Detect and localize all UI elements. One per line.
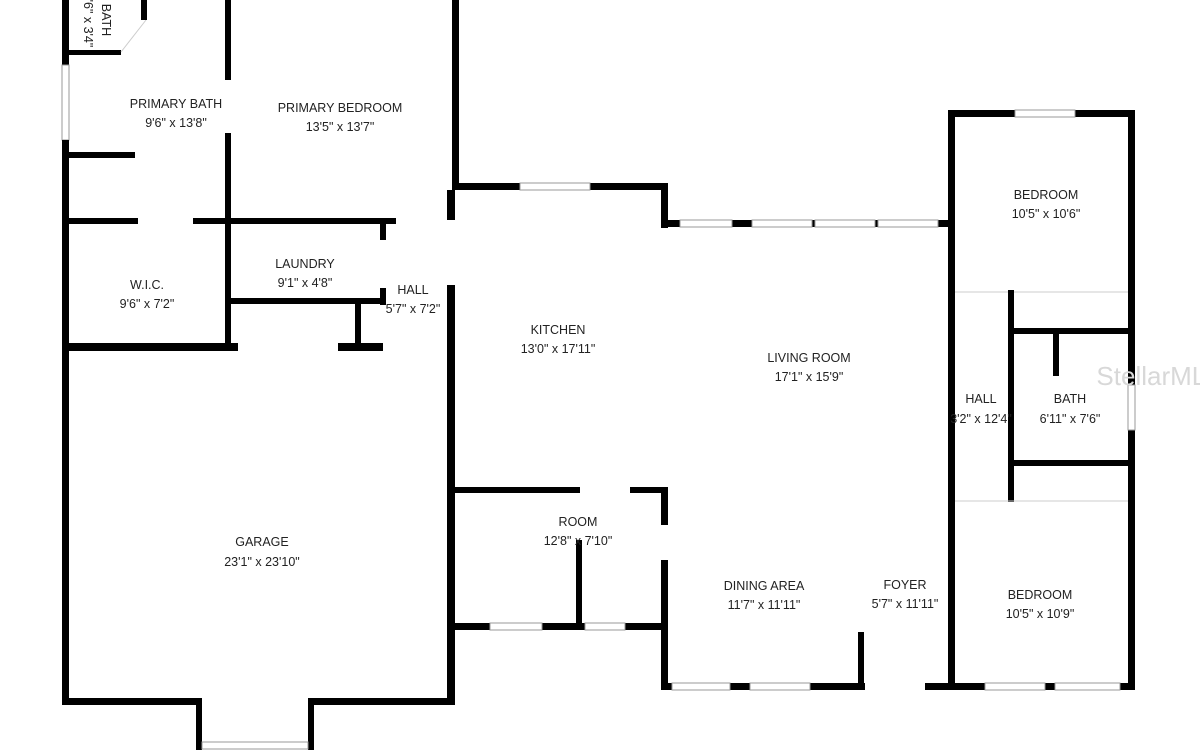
room-bath: BATH 6'11" x 7'6" — [1040, 392, 1101, 426]
room-size: 12'8" x 7'10" — [544, 534, 613, 548]
room-name: HALL — [965, 392, 996, 406]
room-size: 10'5" x 10'9" — [1006, 607, 1075, 621]
room-name: KITCHEN — [531, 323, 586, 337]
room-name: GARAGE — [235, 535, 289, 549]
room-bedroom-bottom: BEDROOM 10'5" x 10'9" — [1006, 588, 1075, 621]
room-size: 3'2" x 12'4" — [950, 412, 1012, 426]
room-size: 17'1" x 15'9" — [775, 370, 844, 384]
room-dining-area: DINING AREA 11'7" x 11'11" — [724, 579, 805, 612]
room-living-room: LIVING ROOM 17'1" x 15'9" — [767, 351, 850, 384]
room-name: PRIMARY BEDROOM — [278, 101, 403, 115]
room-size: 2'6" x 3'4" — [81, 0, 95, 47]
room-size: 5'7" x 11'11" — [872, 597, 939, 611]
room-name: FOYER — [883, 578, 926, 592]
room-size: 5'7" x 7'2" — [386, 302, 441, 316]
room-name: HALL — [397, 283, 428, 297]
room-primary-bath: PRIMARY BATH 9'6" x 13'8" — [130, 97, 222, 130]
room-size: 9'6" x 13'8" — [145, 116, 207, 130]
room-bedroom-top: BEDROOM 10'5" x 10'6" — [1012, 188, 1081, 221]
walls — [61, 0, 1136, 750]
room-room: ROOM 12'8" x 7'10" — [544, 515, 613, 548]
room-name: BEDROOM — [1008, 588, 1073, 602]
room-name: PRIMARY BATH — [130, 97, 222, 111]
watermark: StellarMLS — [1096, 361, 1200, 391]
room-size: 9'1" x 4'8" — [278, 276, 333, 290]
room-name: W.I.C. — [130, 278, 164, 292]
room-size: 13'0" x 17'11" — [521, 342, 596, 356]
room-name: BATH — [1054, 392, 1086, 406]
room-name: LIVING ROOM — [767, 351, 850, 365]
room-garage: GARAGE 23'1" x 23'10" — [224, 535, 300, 569]
room-wic: W.I.C. 9'6" x 7'2" — [120, 278, 175, 311]
room-name: BEDROOM — [1014, 188, 1079, 202]
room-size: 6'11" x 7'6" — [1040, 412, 1101, 426]
room-name: LAUNDRY — [275, 257, 335, 271]
room-size: 10'5" x 10'6" — [1012, 207, 1081, 221]
room-name: BATH — [99, 4, 113, 36]
room-small-bath: BATH 2'6" x 3'4" — [81, 0, 113, 47]
room-laundry: LAUNDRY 9'1" x 4'8" — [275, 257, 335, 290]
room-hall-right: HALL 3'2" x 12'4" — [950, 392, 1012, 426]
room-foyer: FOYER 5'7" x 11'11" — [872, 578, 939, 611]
room-name: ROOM — [559, 515, 598, 529]
room-name: DINING AREA — [724, 579, 805, 593]
room-hall-left: HALL 5'7" x 7'2" — [386, 283, 441, 316]
room-kitchen: KITCHEN 13'0" x 17'11" — [521, 323, 596, 356]
room-size: 11'7" x 11'11" — [728, 598, 801, 612]
room-primary-bedroom: PRIMARY BEDROOM 13'5" x 13'7" — [278, 101, 403, 134]
room-size: 23'1" x 23'10" — [224, 555, 300, 569]
room-size: 13'5" x 13'7" — [306, 120, 375, 134]
room-size: 9'6" x 7'2" — [120, 297, 175, 311]
